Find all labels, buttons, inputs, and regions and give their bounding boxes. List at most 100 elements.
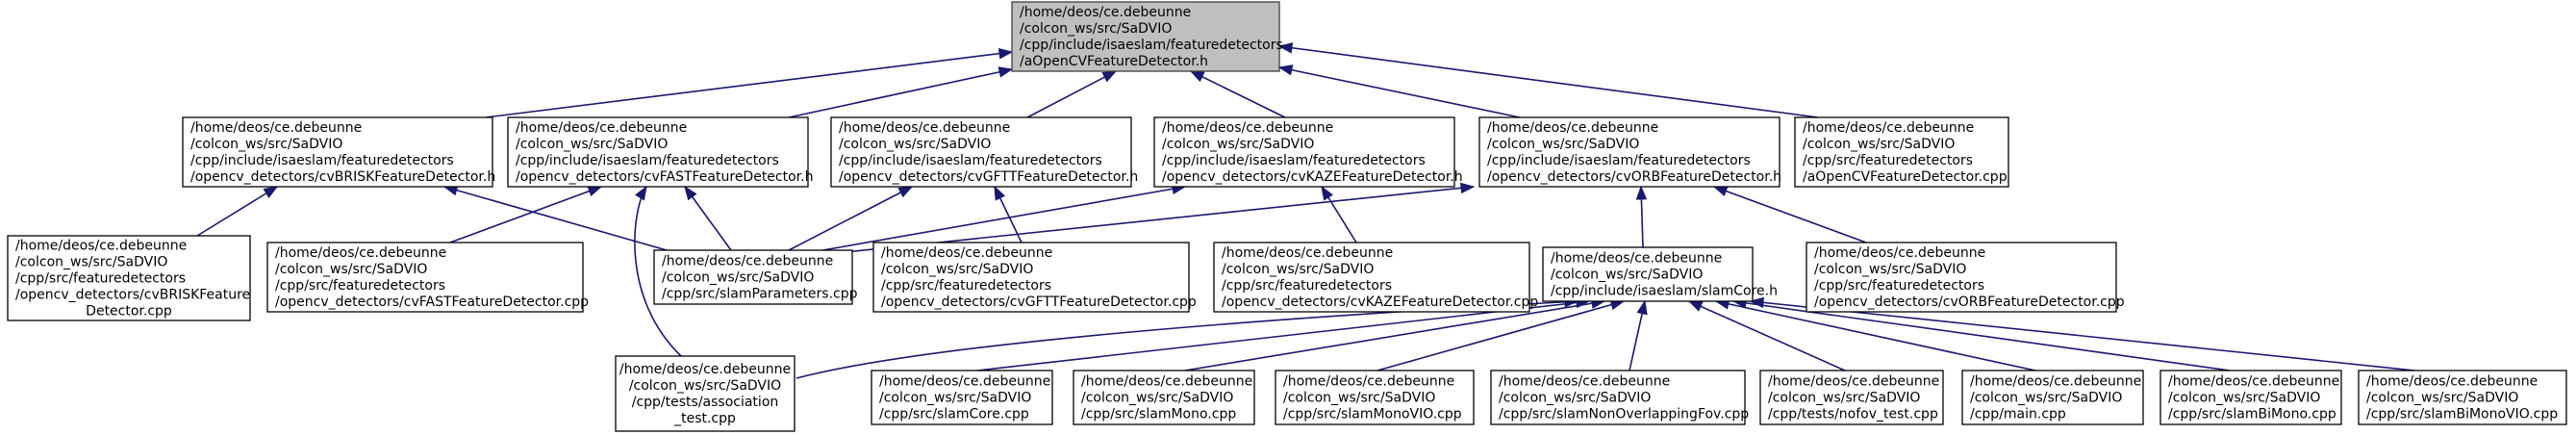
node-fast-cpp[interactable]: /home/deos/ce.debeunne/colcon_ws/src/SaD…: [266, 242, 589, 313]
node-label-line: /colcon_ws/src/SaDVIO: [662, 270, 814, 286]
node-slam-bimono-vio[interactable]: /home/deos/ce.debeunne/colcon_ws/src/SaD…: [2358, 370, 2567, 425]
node-label-line: /opencv_detectors/cvORBFeatureDetector.c…: [1814, 294, 2125, 310]
node-box: [1478, 116, 1780, 188]
node-nofov-test[interactable]: /home/deos/ce.debeunne/colcon_ws/src/SaD…: [1759, 370, 1944, 425]
edge-fast-h-root: [788, 66, 1014, 118]
node-box: [1961, 370, 2144, 425]
node-label-line: /home/deos/ce.debeunne: [1487, 120, 1658, 136]
node-label-line: /home/deos/ce.debeunne: [619, 362, 791, 377]
node-label-line: /colcon_ws/src/SaDVIO: [1283, 391, 1435, 406]
node-fast-h[interactable]: /home/deos/ce.debeunne/colcon_ws/src/SaD…: [507, 116, 813, 188]
arrow-head: [1636, 299, 1648, 316]
node-label-line: /cpp/src/featuredetectors: [1222, 278, 1392, 294]
node-box: [1490, 370, 1746, 425]
node-label-line: /home/deos/ce.debeunne: [1803, 120, 1974, 136]
node-label-line: /home/deos/ce.debeunne: [1162, 120, 1333, 136]
arrow-head: [1749, 296, 1765, 309]
node-label-line: /colcon_ws/src/SaDVIO: [629, 378, 781, 394]
node-label-line: /cpp/include/isaeslam/featuredetectors: [1020, 38, 1283, 53]
node-label-line: /colcon_ws/src/SaDVIO: [1551, 268, 1703, 283]
edge-line: [1750, 300, 2415, 371]
node-slam-bimono[interactable]: /home/deos/ce.debeunne/colcon_ws/src/SaD…: [2159, 370, 2342, 425]
node-label-line: /opencv_detectors/cvFASTFeatureDetector.…: [275, 294, 589, 310]
edge-line: [1026, 70, 1117, 118]
node-label-line: /colcon_ws/src/SaDVIO: [839, 137, 991, 152]
node-label-line: /home/deos/ce.debeunne: [1499, 374, 1670, 390]
node-label-line: /colcon_ws/src/SaDVIO: [1499, 391, 1651, 406]
node-slam-params[interactable]: /home/deos/ce.debeunne/colcon_ws/src/SaD…: [653, 249, 858, 305]
node-box: [1275, 370, 1475, 425]
node-label-line: /cpp/src/slamMono.cpp: [1081, 407, 1236, 422]
node-box: [1794, 116, 2009, 188]
node-label-line: /opencv_detectors/cvGFTTFeatureDetector.…: [839, 169, 1138, 185]
node-slam-mono-vio[interactable]: /home/deos/ce.debeunne/colcon_ws/src/SaD…: [1275, 370, 1475, 425]
node-label-line: /colcon_ws/src/SaDVIO: [15, 255, 167, 270]
node-brisk-h[interactable]: /home/deos/ce.debeunne/colcon_ws/src/SaD…: [182, 116, 495, 188]
node-label-line: /cpp/src/featuredetectors: [1814, 278, 1984, 294]
edge-assoc-fast-h: [634, 185, 682, 357]
node-label-line: /cpp/src/featuredetectors: [15, 271, 186, 287]
node-box: [182, 116, 493, 188]
arrow-head: [1277, 64, 1294, 76]
node-label-line: /colcon_ws/src/SaDVIO: [190, 137, 342, 152]
node-slam-nofov[interactable]: /home/deos/ce.debeunne/colcon_ws/src/SaD…: [1490, 370, 1749, 425]
arrow-head: [994, 185, 1006, 201]
node-slam-core-cpp[interactable]: /home/deos/ce.debeunne/colcon_ws/src/SaD…: [871, 370, 1053, 425]
arrow-head: [684, 185, 697, 201]
edge-line: [788, 186, 913, 251]
node-label-line: /cpp/main.cpp: [1970, 407, 2066, 422]
edge-line: [1190, 70, 1286, 118]
edge-aocv-cpp-root: [1277, 42, 1819, 118]
node-box: [872, 242, 1190, 313]
node-gftt-h[interactable]: /home/deos/ce.debeunne/colcon_ws/src/SaD…: [830, 116, 1138, 188]
node-label-line: /colcon_ws/src/SaDVIO: [1970, 391, 2122, 406]
node-slam-core-h[interactable]: /home/deos/ce.debeunne/colcon_ws/src/SaD…: [1542, 246, 1778, 302]
node-slam-mono[interactable]: /home/deos/ce.debeunne/colcon_ws/src/SaD…: [1073, 370, 1255, 425]
node-box: [871, 370, 1053, 425]
node-box: [1213, 242, 1530, 313]
arrow-head: [1321, 185, 1333, 201]
node-label-line: /home/deos/ce.debeunne: [879, 374, 1050, 390]
node-label-line: /aOpenCVFeatureDetector.cpp: [1803, 169, 2008, 185]
node-label-line: /home/deos/ce.debeunne: [1551, 251, 1722, 267]
node-label-line: /opencv_detectors/cvORBFeatureDetector.h: [1487, 169, 1781, 185]
node-label-line: /colcon_ws/src/SaDVIO: [2168, 391, 2320, 406]
arrow-head: [897, 186, 914, 198]
node-label-line: /colcon_ws/src/SaDVIO: [1803, 137, 1955, 152]
node-assoc-test[interactable]: /home/deos/ce.debeunne/colcon_ws/src/SaD…: [615, 355, 796, 432]
node-box: [2358, 370, 2567, 425]
arrow-head: [1635, 185, 1648, 200]
node-label-line: /home/deos/ce.debeunne: [2366, 374, 2538, 390]
node-box: [830, 116, 1132, 188]
node-main-cpp[interactable]: /home/deos/ce.debeunne/colcon_ws/src/SaD…: [1961, 370, 2144, 425]
node-kaze-h[interactable]: /home/deos/ce.debeunne/colcon_ws/src/SaD…: [1153, 116, 1463, 188]
node-orb-cpp[interactable]: /home/deos/ce.debeunne/colcon_ws/src/SaD…: [1806, 242, 2125, 313]
node-box: [1073, 370, 1255, 425]
graph-nodes: /home/deos/ce.debeunne/colcon_ws/src/SaD…: [7, 1, 2567, 432]
node-label-line: /cpp/src/slamBiMonoVIO.cpp: [2366, 407, 2558, 422]
node-gftt-cpp[interactable]: /home/deos/ce.debeunne/colcon_ws/src/SaD…: [872, 242, 1197, 313]
node-label-line: /opencv_detectors/cvBRISKFeatureDetector…: [190, 169, 495, 185]
arrow-head: [998, 47, 1014, 60]
node-label-line: /cpp/tests/association: [632, 395, 779, 410]
arrow-head: [1277, 42, 1294, 54]
node-brisk-cpp[interactable]: /home/deos/ce.debeunne/colcon_ws/src/SaD…: [7, 235, 251, 321]
arrow-head: [1189, 70, 1205, 83]
edge-brisk-cpp-brisk-h: [196, 186, 279, 237]
node-label-line: /home/deos/ce.debeunne: [1814, 245, 1985, 261]
node-box: [266, 242, 584, 313]
edge-line: [1184, 300, 1605, 371]
node-box: [1542, 246, 1754, 302]
edge-gftt-cpp-gftt-h: [994, 185, 1023, 243]
node-kaze-cpp[interactable]: /home/deos/ce.debeunne/colcon_ws/src/SaD…: [1213, 242, 1538, 313]
node-label-line: /opencv_detectors/cvKAZEFeatureDetector.…: [1162, 169, 1463, 185]
edge-line: [1732, 300, 2231, 371]
node-root[interactable]: /home/deos/ce.debeunne/colcon_ws/src/SaD…: [1011, 1, 1283, 72]
node-aocv-cpp[interactable]: /home/deos/ce.debeunne/colcon_ws/src/SaD…: [1794, 116, 2009, 188]
node-label-line: /cpp/include/isaeslam/featuredetectors: [839, 153, 1102, 168]
node-label-line: /colcon_ws/src/SaDVIO: [1020, 21, 1172, 37]
edge-line: [976, 300, 1590, 371]
node-orb-h[interactable]: /home/deos/ce.debeunne/colcon_ws/src/SaD…: [1478, 116, 1781, 188]
edge-brisk-h-root: [485, 47, 1014, 118]
node-box: [1153, 116, 1455, 188]
